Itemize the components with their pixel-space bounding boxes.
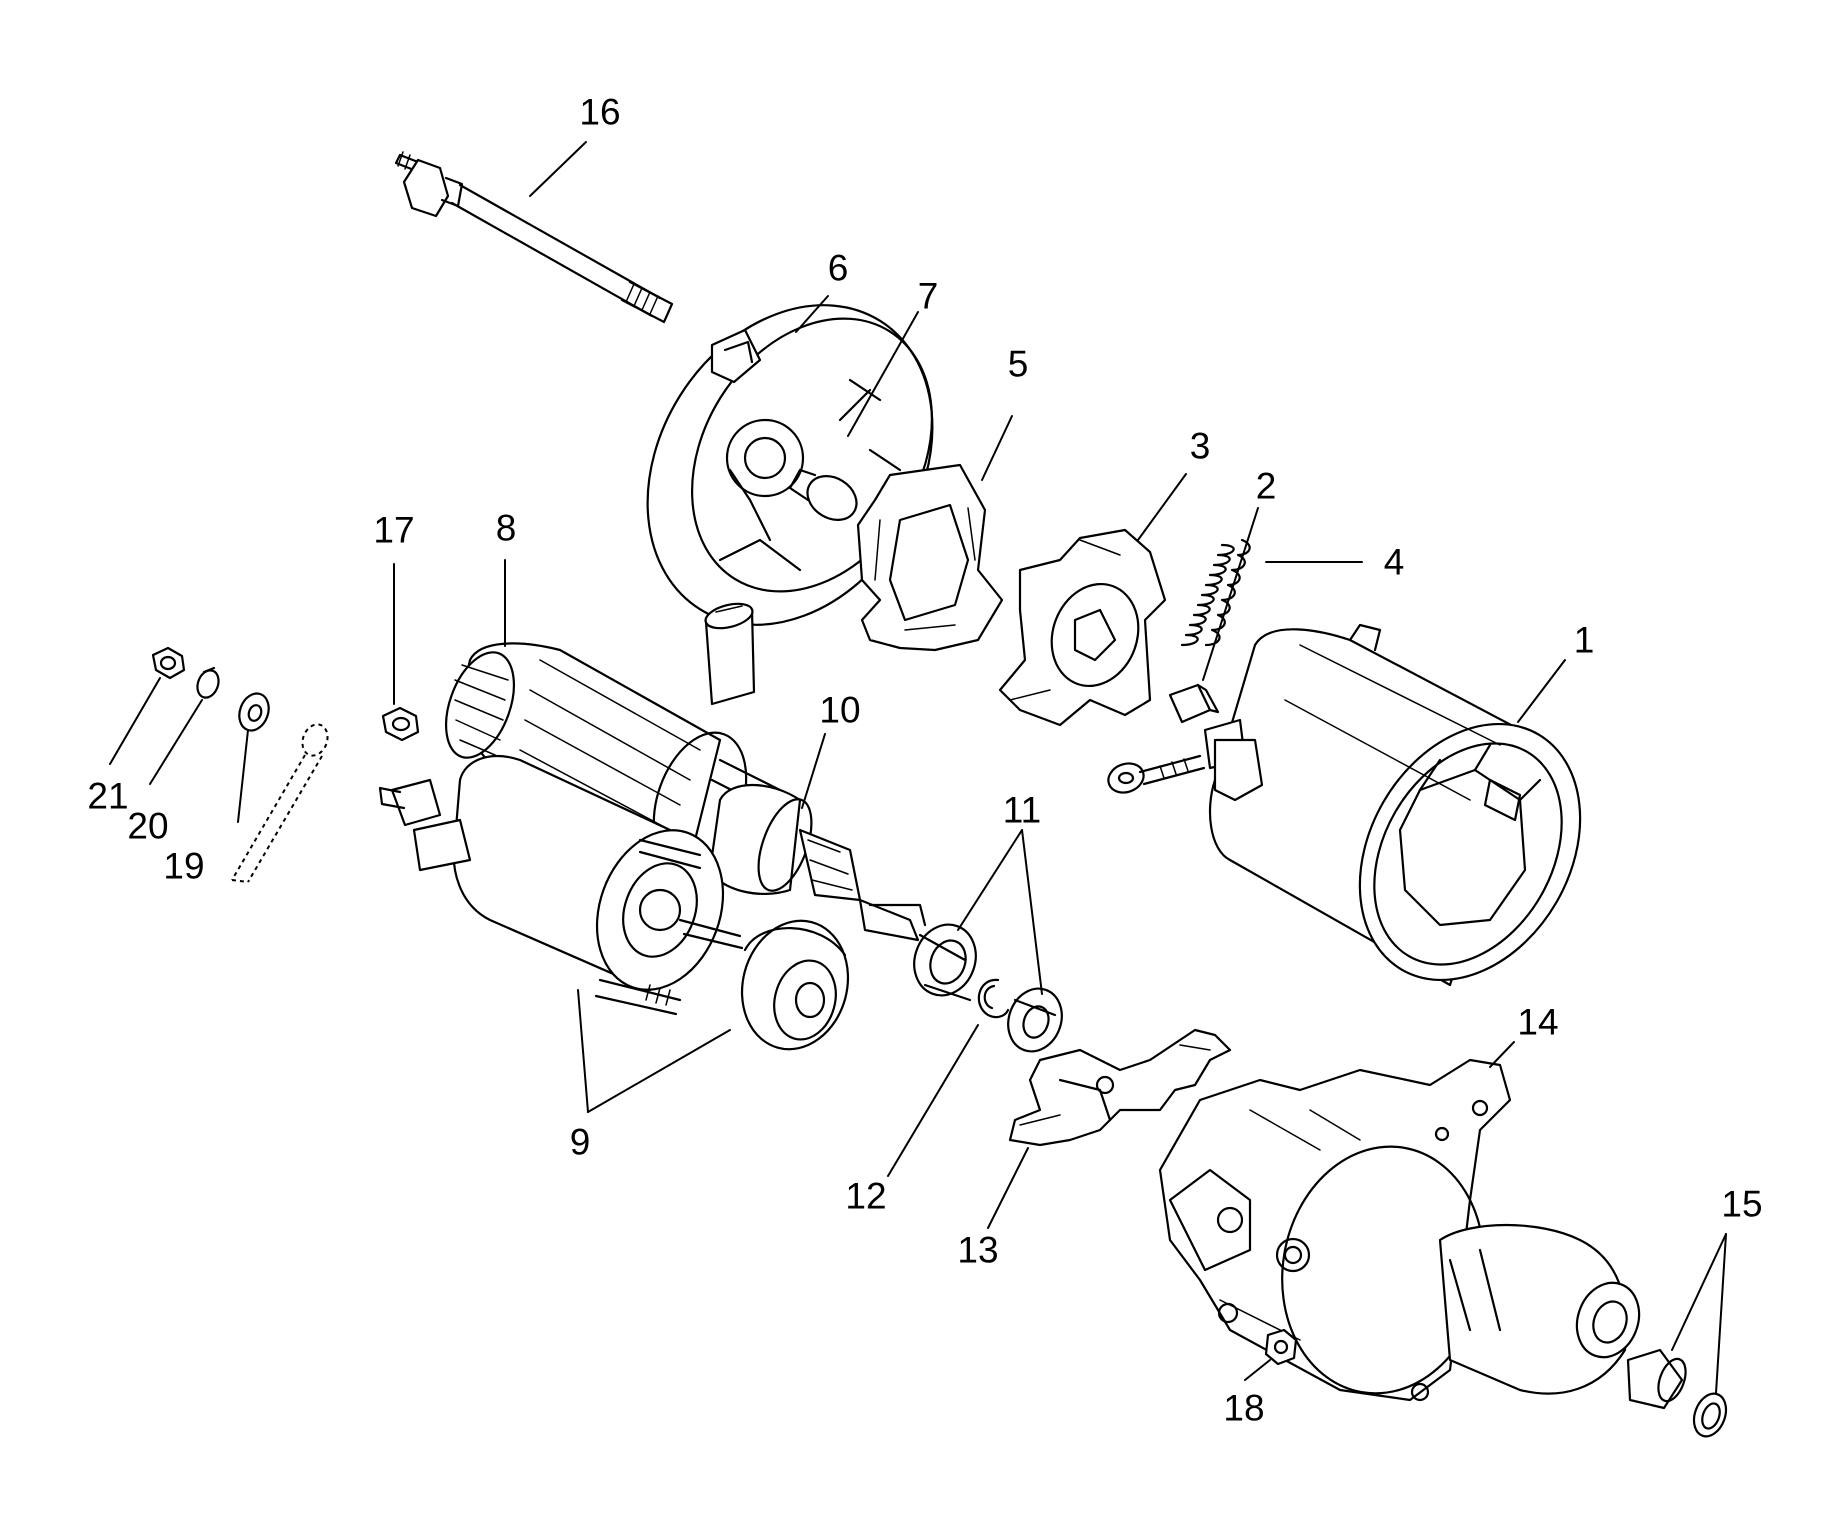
callout-8: 8 — [496, 508, 517, 549]
part-11-washer — [1007, 987, 1063, 1053]
callout-4: 4 — [1384, 542, 1405, 583]
part-9-solenoid — [378, 755, 744, 1016]
callout-19: 19 — [163, 846, 204, 887]
callout-21: 21 — [87, 776, 128, 817]
leader-lines — [109, 141, 1727, 1394]
part-4-spring — [1180, 538, 1251, 647]
callout-3: 3 — [1190, 426, 1211, 467]
part-1-screw — [1107, 754, 1206, 794]
part-12-circlip — [977, 978, 1010, 1019]
part-5-gasket — [856, 463, 1004, 652]
part-19-washer — [238, 692, 270, 732]
callout-5: 5 — [1008, 344, 1029, 385]
part-3-brush-holder — [998, 528, 1167, 727]
callout-labels: 1 2 3 4 5 6 7 8 9 10 11 12 13 14 15 16 1… — [87, 92, 1762, 1429]
callout-6: 6 — [828, 248, 849, 289]
part-2-brush — [1168, 683, 1220, 724]
callout-13: 13 — [957, 1230, 998, 1271]
callout-7: 7 — [918, 276, 939, 317]
part-17-nut — [381, 706, 420, 742]
callout-10: 10 — [819, 690, 860, 731]
callout-16: 16 — [579, 92, 620, 133]
part-15-bush — [1626, 1348, 1687, 1410]
part-15-ring — [1692, 1392, 1728, 1438]
part-16-through-bolt — [394, 151, 674, 324]
callout-20: 20 — [127, 806, 168, 847]
callout-9: 9 — [570, 1122, 591, 1163]
part-18-nut — [1264, 1328, 1298, 1366]
callout-18: 18 — [1223, 1388, 1264, 1429]
part-21-nut — [151, 646, 186, 680]
part-13-shift-lever — [1008, 1028, 1232, 1147]
callout-1: 1 — [1574, 620, 1595, 661]
part-7-brush — [704, 602, 756, 706]
part-1-yoke-housing — [1203, 623, 1582, 987]
part-9-plunger-cap — [740, 919, 850, 1051]
part-11-bushing — [913, 923, 977, 1002]
callout-15: 15 — [1721, 1184, 1762, 1225]
callout-11: 11 — [1003, 790, 1041, 831]
callout-2: 2 — [1256, 466, 1277, 507]
part-19-terminal-link — [231, 723, 329, 883]
part-10-pinion — [708, 783, 927, 942]
part-14-drive-housing — [1158, 1058, 1641, 1402]
callout-12: 12 — [845, 1176, 886, 1217]
part-20-lock-washer — [196, 666, 220, 699]
callout-17: 17 — [373, 510, 414, 551]
callout-14: 14 — [1517, 1002, 1558, 1043]
